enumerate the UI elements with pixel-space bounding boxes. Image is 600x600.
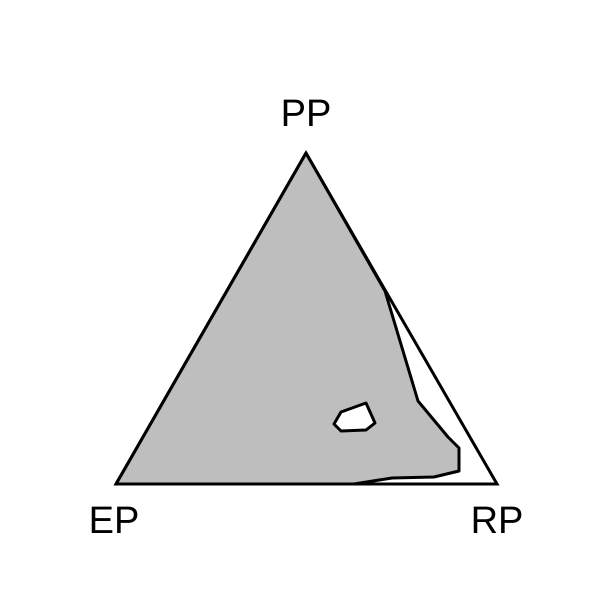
shaded-region	[114, 151, 461, 486]
vertex-label-left: EP	[89, 500, 140, 542]
triangle-outline	[113, 149, 500, 486]
vertex-label-right: RP	[471, 500, 524, 542]
vertex-label-top: PP	[281, 93, 332, 135]
region-hole	[332, 401, 377, 433]
